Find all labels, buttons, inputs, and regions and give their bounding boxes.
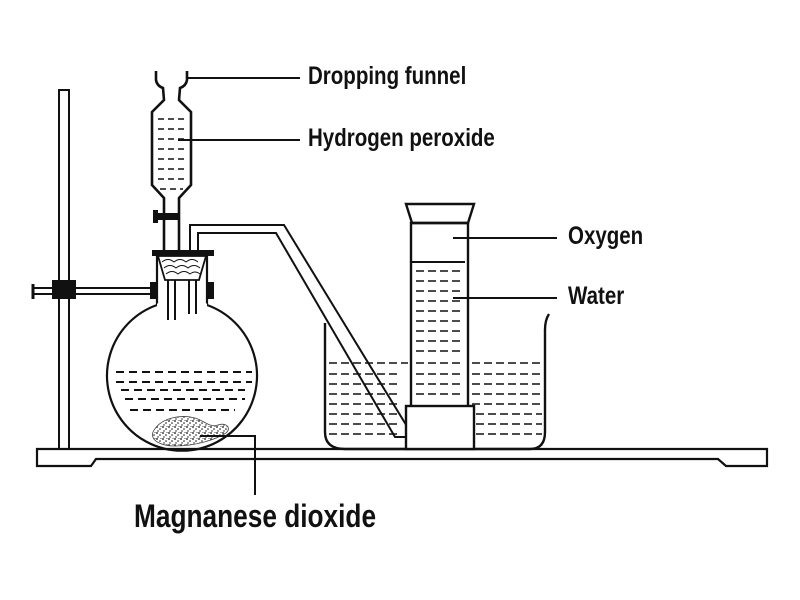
stand-base	[35, 447, 769, 468]
manganese-dioxide-solid	[152, 416, 229, 447]
label-water: Water	[568, 282, 625, 310]
trough-water	[329, 362, 542, 435]
retort-stand-rod	[58, 89, 70, 450]
leader-lines	[178, 77, 557, 495]
stopcock	[153, 210, 180, 223]
stopper-tubes	[167, 280, 197, 320]
dropping-funnel	[150, 71, 193, 250]
label-dropping-funnel: Dropping funnel	[308, 62, 467, 90]
gas-jar	[404, 202, 476, 406]
round-bottom-flask	[105, 254, 259, 452]
water-trough	[323, 313, 551, 451]
label-manganese-dioxide: Magnanese dioxide	[134, 498, 377, 534]
gas-jar-water	[416, 270, 464, 395]
clamp	[31, 280, 214, 299]
beehive-shelf	[404, 404, 476, 451]
delivery-tube	[189, 224, 409, 438]
funnel-liquid	[158, 118, 185, 190]
leader-manganese-dioxide	[200, 435, 256, 495]
label-hydrogen-peroxide: Hydrogen peroxide	[308, 124, 495, 152]
flask-liquid	[116, 371, 252, 411]
label-oxygen: Oxygen	[568, 222, 644, 250]
rubber-stopper	[152, 250, 214, 281]
